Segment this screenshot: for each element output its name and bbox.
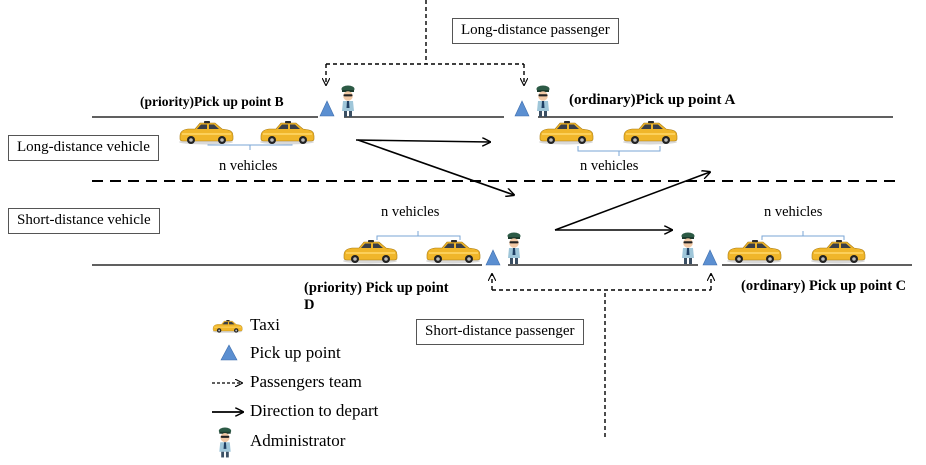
taxi-bottom-left-2-icon [426, 240, 481, 264]
pickup-point-d-label: (priority) Pick up point [304, 280, 449, 296]
legend-team-label: Passengers team [250, 372, 362, 391]
pickup-point-a-icon [514, 100, 530, 117]
taxi-top-left-1-icon [179, 121, 234, 145]
n-vehicles-label-bottom-right: n vehicles [764, 204, 823, 220]
long-distance-passenger-box: Long-distance passenger [452, 18, 619, 44]
n-vehicles-label-top-right: n vehicles [580, 158, 639, 174]
long-distance-vehicle-box: Long-distance vehicle [8, 135, 159, 161]
taxi-bottom-left-1-icon [343, 240, 398, 264]
legend-admin-label: Administrator [250, 431, 346, 450]
pickup-point-d-icon [485, 249, 501, 266]
n-vehicles-label-top-left: n vehicles [219, 158, 278, 174]
n-vehicles-label-bottom-left: n vehicles [381, 204, 440, 220]
short-distance-passenger-box: Short-distance passenger [416, 319, 584, 345]
pickup-point-b-label: (priority)Pick up point B [140, 94, 284, 109]
taxi-top-left-2-icon [260, 121, 315, 145]
long-passenger-route [326, 0, 524, 85]
pickup-point-b-icon [319, 100, 335, 117]
taxi-top-right-1-icon [539, 121, 594, 145]
legend-taxi-label: Taxi [250, 315, 280, 334]
taxi-bottom-right-1-icon [727, 240, 782, 264]
short-passenger-route [492, 274, 711, 437]
pickup-point-a-label: (ordinary)Pick up point A [569, 92, 736, 108]
legend-taxi-icon [212, 320, 243, 333]
administrator-a-icon [536, 85, 550, 117]
pickup-point-c-icon [702, 249, 718, 266]
administrator-d-icon [507, 232, 521, 264]
legend-administrator-icon [218, 427, 232, 458]
administrator-c-icon [681, 232, 695, 264]
departure-arrows [355, 140, 710, 230]
legend-pickup-label: Pick up point [250, 343, 341, 362]
pickup-point-c-label: (ordinary) Pick up point C [741, 278, 907, 294]
short-distance-vehicle-box: Short-distance vehicle [8, 208, 160, 234]
legend-direction-label: Direction to depart [250, 401, 379, 420]
taxi-bottom-right-2-icon [811, 240, 866, 264]
administrator-b-icon [341, 85, 355, 117]
pickup-point-d-label-line2: D [304, 297, 315, 313]
taxi-top-right-2-icon [623, 121, 678, 145]
legend-pickup-point-icon [220, 344, 238, 361]
